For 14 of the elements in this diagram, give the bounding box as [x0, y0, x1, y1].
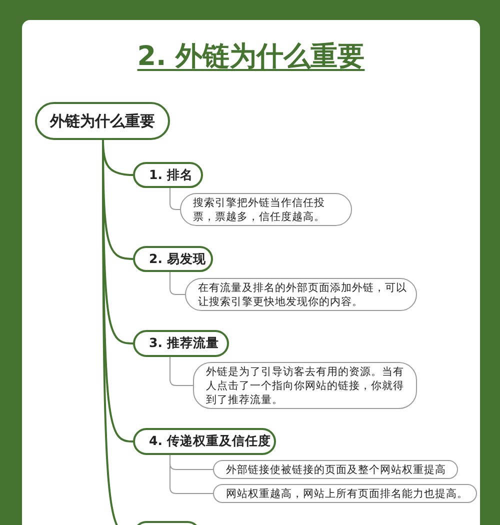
note-pill: 在有流量及排名的外部页面添加外链，可以让搜索引擎更快地发现你的内容。	[185, 278, 417, 311]
note-pill: 外链是为了引导访客去有用的资源。当有人点击了一个指向你网站的链接，你就得到了推荐流量。	[193, 362, 417, 409]
note-pill: 外部链接使被链接的页面及整个网站权重提高	[213, 460, 458, 479]
topic-pill: 4. 传递权重及信任度	[133, 428, 276, 455]
topic-pill: 2. 易发现	[133, 246, 213, 272]
connector	[170, 272, 186, 295]
connector	[170, 454, 214, 494]
title: 2. 外链为什么重要	[137, 41, 365, 72]
connector	[170, 356, 194, 386]
topic-pill: 1. 排名	[133, 162, 203, 188]
topic-pill: 外链为什么重要	[35, 102, 170, 140]
topic-pill: 3. 推荐流量	[133, 330, 229, 357]
note-pill: 搜索引擎把外链当作信任投票，票越多，信任度越高。	[180, 193, 352, 226]
note-pill: 网站权重越高，网站上所有页面排名能力也提高。	[213, 484, 477, 503]
